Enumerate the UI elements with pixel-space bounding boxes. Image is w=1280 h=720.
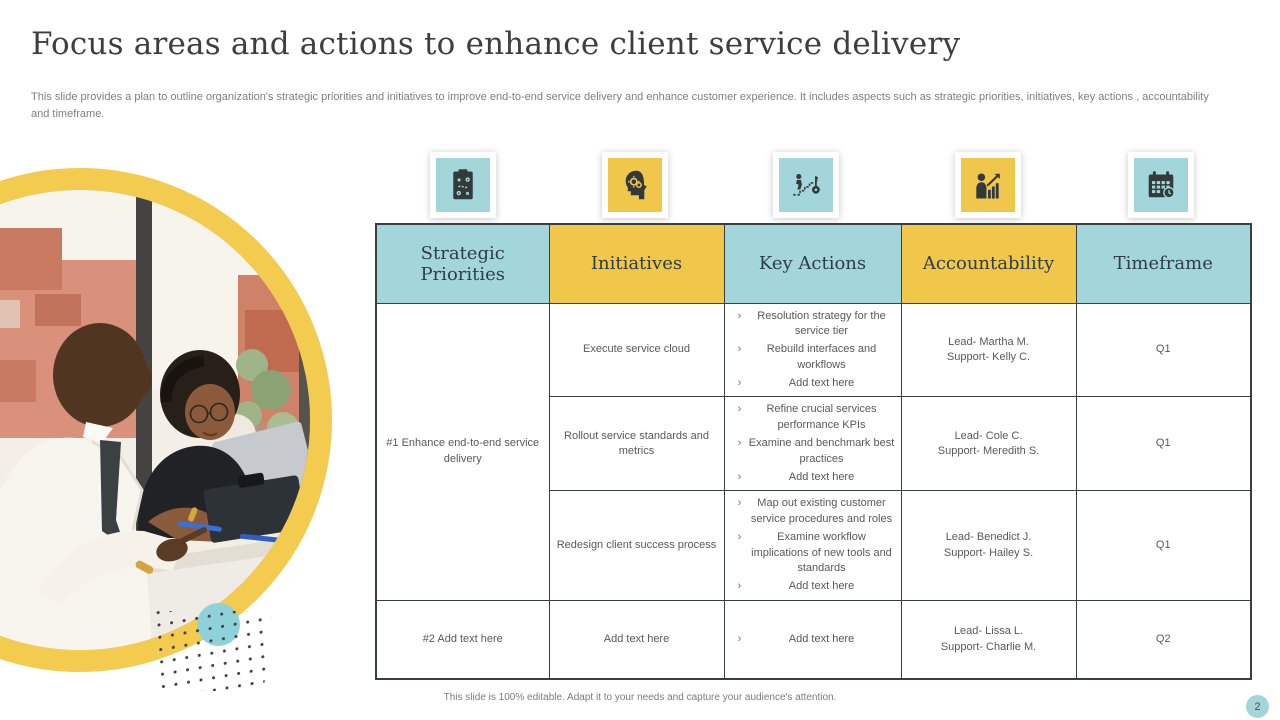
slide-description: This slide provides a plan to outline or…	[31, 91, 1209, 120]
action-item: ›Rebuild interfaces and workflows	[731, 342, 895, 373]
accountability-cell: Lead- Benedict J. Support- Hailey S.	[900, 490, 1077, 601]
bullet-icon: ›	[737, 437, 742, 450]
column-header-initiatives: Initiatives	[548, 223, 725, 304]
timeframe-cell: Q1	[1075, 396, 1252, 492]
man-figure	[0, 323, 207, 650]
team-photo-ring	[0, 168, 332, 672]
action-item: ›Add text here	[731, 376, 895, 391]
lead-label: Lead- Martha M.	[948, 335, 1029, 348]
bullet-icon: ›	[737, 377, 742, 390]
key-actions-cell: ›Resolution strategy for the service tie…	[723, 302, 902, 398]
accountability-icon-card	[955, 152, 1021, 218]
lead-label: Lead- Lissa L.	[953, 625, 1024, 638]
support-label: Support- Charlie M.	[940, 640, 1037, 653]
timeframe-cell: Q1	[1075, 490, 1252, 601]
column-header-key-actions: Key Actions	[723, 223, 902, 304]
action-item: ›Refine crucial services performance KPI…	[731, 402, 895, 433]
action-item: ›Add text here	[731, 632, 895, 647]
initiative-cell: Execute service cloud	[548, 302, 725, 398]
bullet-icon: ›	[737, 632, 742, 645]
bullet-icon: ›	[737, 580, 742, 593]
action-item: ›Examine workflow implications of new to…	[731, 530, 895, 576]
strategy-table: Strategic Priorities Initiatives Key Act…	[375, 223, 1252, 681]
footer-note: This slide is 100% editable. Adapt it to…	[443, 692, 837, 703]
key-actions-cell: ›Add text here	[723, 599, 902, 680]
key-actions-cell: ›Refine crucial services performance KPI…	[723, 396, 902, 492]
strategy-clipboard-icon	[436, 158, 490, 212]
support-label: Support- Meredith S.	[937, 444, 1040, 457]
lead-label: Lead- Benedict J.	[945, 531, 1032, 544]
bullet-icon: ›	[737, 531, 742, 544]
table-row: Redesign client success process ›Map out…	[376, 490, 1252, 601]
page-title: Focus areas and actions to enhance clien…	[31, 26, 961, 62]
initiative-cell: Add text here	[548, 599, 725, 680]
accountability-cell: Lead- Martha M. Support- Kelly C.	[900, 302, 1077, 398]
accountability-cell: Lead- Lissa L. Support- Charlie M.	[900, 599, 1077, 680]
bullet-icon: ›	[737, 497, 742, 510]
bullet-icon: ›	[737, 403, 742, 416]
support-label: Support- Hailey S.	[943, 546, 1034, 559]
key-actions-icon-card	[773, 152, 839, 218]
accountability-cell: Lead- Cole C. Support- Meredith S.	[900, 396, 1077, 492]
initiatives-icon-card	[602, 152, 668, 218]
support-label: Support- Kelly C.	[946, 350, 1031, 363]
priority-1-cell: #1 Enhance end-to-end service delivery	[375, 302, 550, 601]
table-row: #2 Add text here Add text here ›Add text…	[375, 599, 1252, 680]
column-header-timeframe: Timeframe	[1075, 223, 1252, 304]
column-header-strategic-priorities: Strategic Priorities	[375, 223, 550, 304]
action-item: ›Add text here	[731, 579, 895, 594]
action-item: ›Examine and benchmark best practices	[731, 436, 895, 467]
timeframe-cell: Q2	[1075, 599, 1252, 680]
dots-pattern	[156, 611, 272, 691]
action-item: ›Map out existing customer service proce…	[731, 496, 895, 527]
key-actions-cell: ›Map out existing customer service proce…	[723, 490, 902, 601]
strategic-priorities-icon-card	[430, 152, 496, 218]
priority-2-cell: #2 Add text here	[375, 599, 550, 680]
calendar-clock-icon-card	[1128, 152, 1194, 218]
page-number-badge: 2	[1246, 695, 1269, 718]
head-gears-icon	[608, 158, 662, 212]
column-header-accountability: Accountability	[900, 223, 1077, 304]
action-item: ›Add text here	[731, 470, 895, 485]
lead-label: Lead- Cole C.	[954, 429, 1023, 442]
bullet-icon: ›	[737, 309, 742, 322]
stairs-goal-icon	[779, 158, 833, 212]
initiative-cell: Rollout service standards and metrics	[548, 396, 725, 492]
bullet-icon: ›	[737, 471, 742, 484]
table-row: #1 Enhance end-to-end service delivery E…	[375, 302, 1252, 601]
team-photo	[0, 190, 310, 650]
calendar-clock-icon	[1134, 158, 1188, 212]
person-growth-chart-icon	[961, 158, 1015, 212]
timeframe-cell: Q1	[1075, 302, 1252, 398]
action-item: ›Resolution strategy for the service tie…	[731, 309, 895, 340]
initiative-cell: Redesign client success process	[548, 490, 725, 601]
team-photo-illustration	[0, 190, 310, 650]
bullet-icon: ›	[737, 343, 742, 356]
